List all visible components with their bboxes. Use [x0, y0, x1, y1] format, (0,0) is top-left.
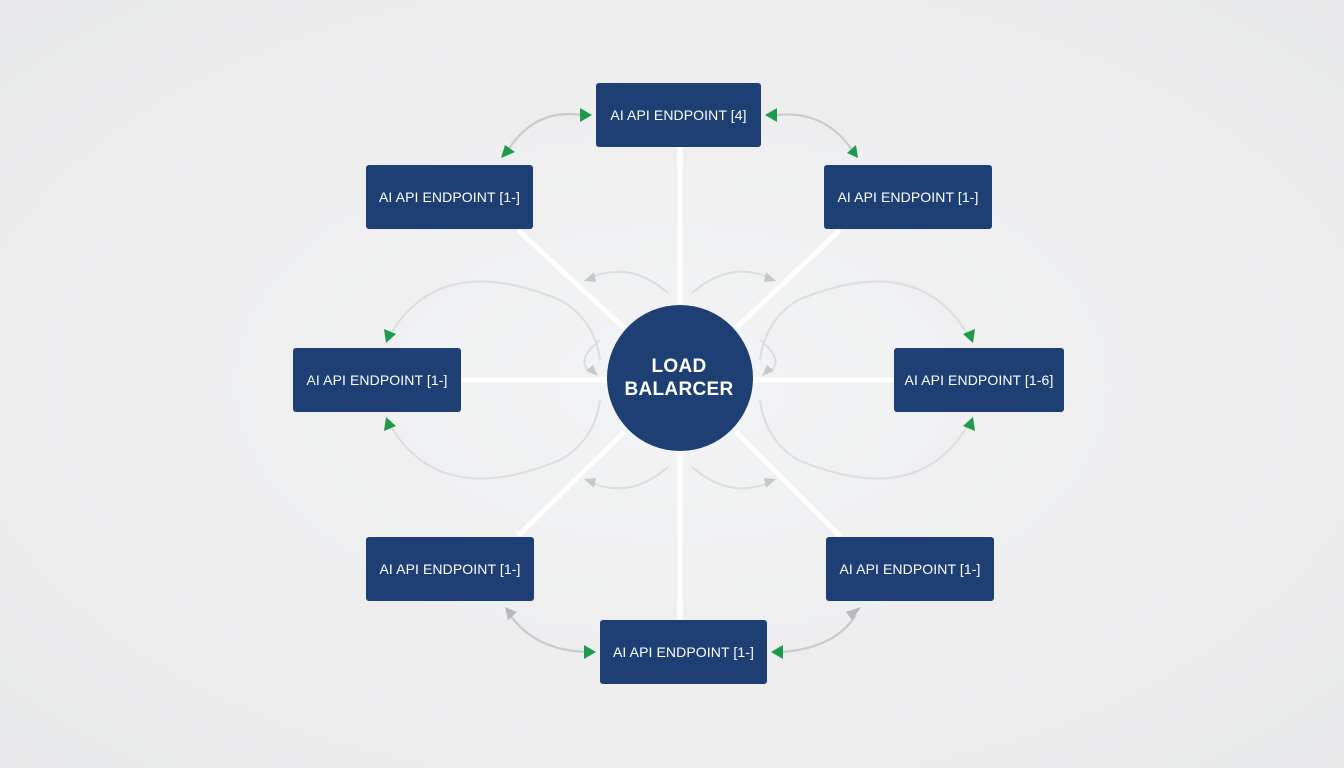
flow-arc-top-right [775, 113, 853, 151]
arrowhead-right-lower [963, 417, 975, 431]
flow-arc-left-lower [389, 399, 601, 480]
flow-arc-bottom-left [509, 614, 587, 654]
arrowhead-inner-bottom-right [764, 478, 776, 488]
endpoint-node-top[interactable]: AI API ENDPOINT [4] [596, 83, 761, 147]
hub-label-line-2: BALARCER [624, 379, 733, 400]
arrowhead-inner-top-right [764, 272, 776, 282]
arrowhead-top-right-b [847, 145, 858, 158]
flow-arc-right-upper [759, 280, 969, 361]
endpoint-label-lower-left: AI API ENDPOINT [1-] [379, 561, 520, 577]
flow-arc-inner-bottom-right [691, 466, 771, 490]
arrowhead-top-left-a [580, 108, 592, 122]
flow-arc-inner-bottom-left [589, 466, 669, 490]
load-balancer-hub[interactable]: LOAD BALARCER [607, 305, 753, 451]
flow-arc-top-left [507, 112, 583, 151]
hub-label-line-1: LOAD [651, 356, 706, 377]
endpoint-label-top: AI API ENDPOINT [4] [610, 107, 746, 123]
endpoint-node-lower-right[interactable]: AI API ENDPOINT [1-] [826, 537, 994, 601]
arrowhead-hub-right [762, 365, 774, 376]
arrowhead-hub-left [586, 365, 598, 376]
endpoint-label-lower-right: AI API ENDPOINT [1-] [839, 561, 980, 577]
endpoint-label-upper-right: AI API ENDPOINT [1-] [837, 189, 978, 205]
spoke-lower-right [734, 430, 842, 538]
arrowhead-inner-bottom-left [584, 478, 596, 488]
spoke-upper-left [516, 228, 626, 330]
flow-arrows [384, 108, 975, 659]
spoke-lower-left [516, 430, 626, 538]
endpoint-node-middle-right[interactable]: AI API ENDPOINT [1-6] [894, 348, 1064, 412]
flow-arc-inner-top-right [691, 270, 771, 294]
endpoint-label-middle-left: AI API ENDPOINT [1-] [306, 372, 447, 388]
arrowhead-top-left-b [501, 145, 515, 158]
arrowhead-bottom-left-b [584, 645, 596, 659]
spoke-upper-right [734, 228, 842, 330]
arrowhead-inner-top-left [584, 272, 596, 282]
endpoint-label-bottom: AI API ENDPOINT [1-] [613, 644, 754, 660]
endpoint-node-lower-left[interactable]: AI API ENDPOINT [1-] [366, 537, 534, 601]
arrowhead-bottom-left-a [505, 607, 517, 620]
arrowhead-bottom-right-a [771, 645, 783, 659]
endpoint-label-upper-left: AI API ENDPOINT [1-] [379, 189, 520, 205]
endpoint-node-bottom[interactable]: AI API ENDPOINT [1-] [600, 620, 767, 684]
spokes [462, 147, 894, 620]
endpoint-node-upper-left[interactable]: AI API ENDPOINT [1-] [366, 165, 533, 229]
arrowhead-right-upper [963, 329, 975, 343]
endpoint-node-middle-left[interactable]: AI API ENDPOINT [1-] [293, 348, 461, 412]
endpoint-node-upper-right[interactable]: AI API ENDPOINT [1-] [824, 165, 992, 229]
endpoint-label-middle-right: AI API ENDPOINT [1-6] [905, 372, 1054, 388]
flow-arc-right-lower [759, 399, 969, 480]
arrowhead-top-right-a [765, 108, 777, 122]
arrowhead-bottom-right-b [846, 607, 861, 620]
arrowhead-left-lower [384, 417, 396, 431]
arrowhead-left-upper [384, 329, 396, 343]
flow-arc-left-upper [389, 280, 601, 361]
flow-arc-inner-top-left [589, 270, 669, 294]
flow-arc-bottom-right [781, 614, 857, 654]
